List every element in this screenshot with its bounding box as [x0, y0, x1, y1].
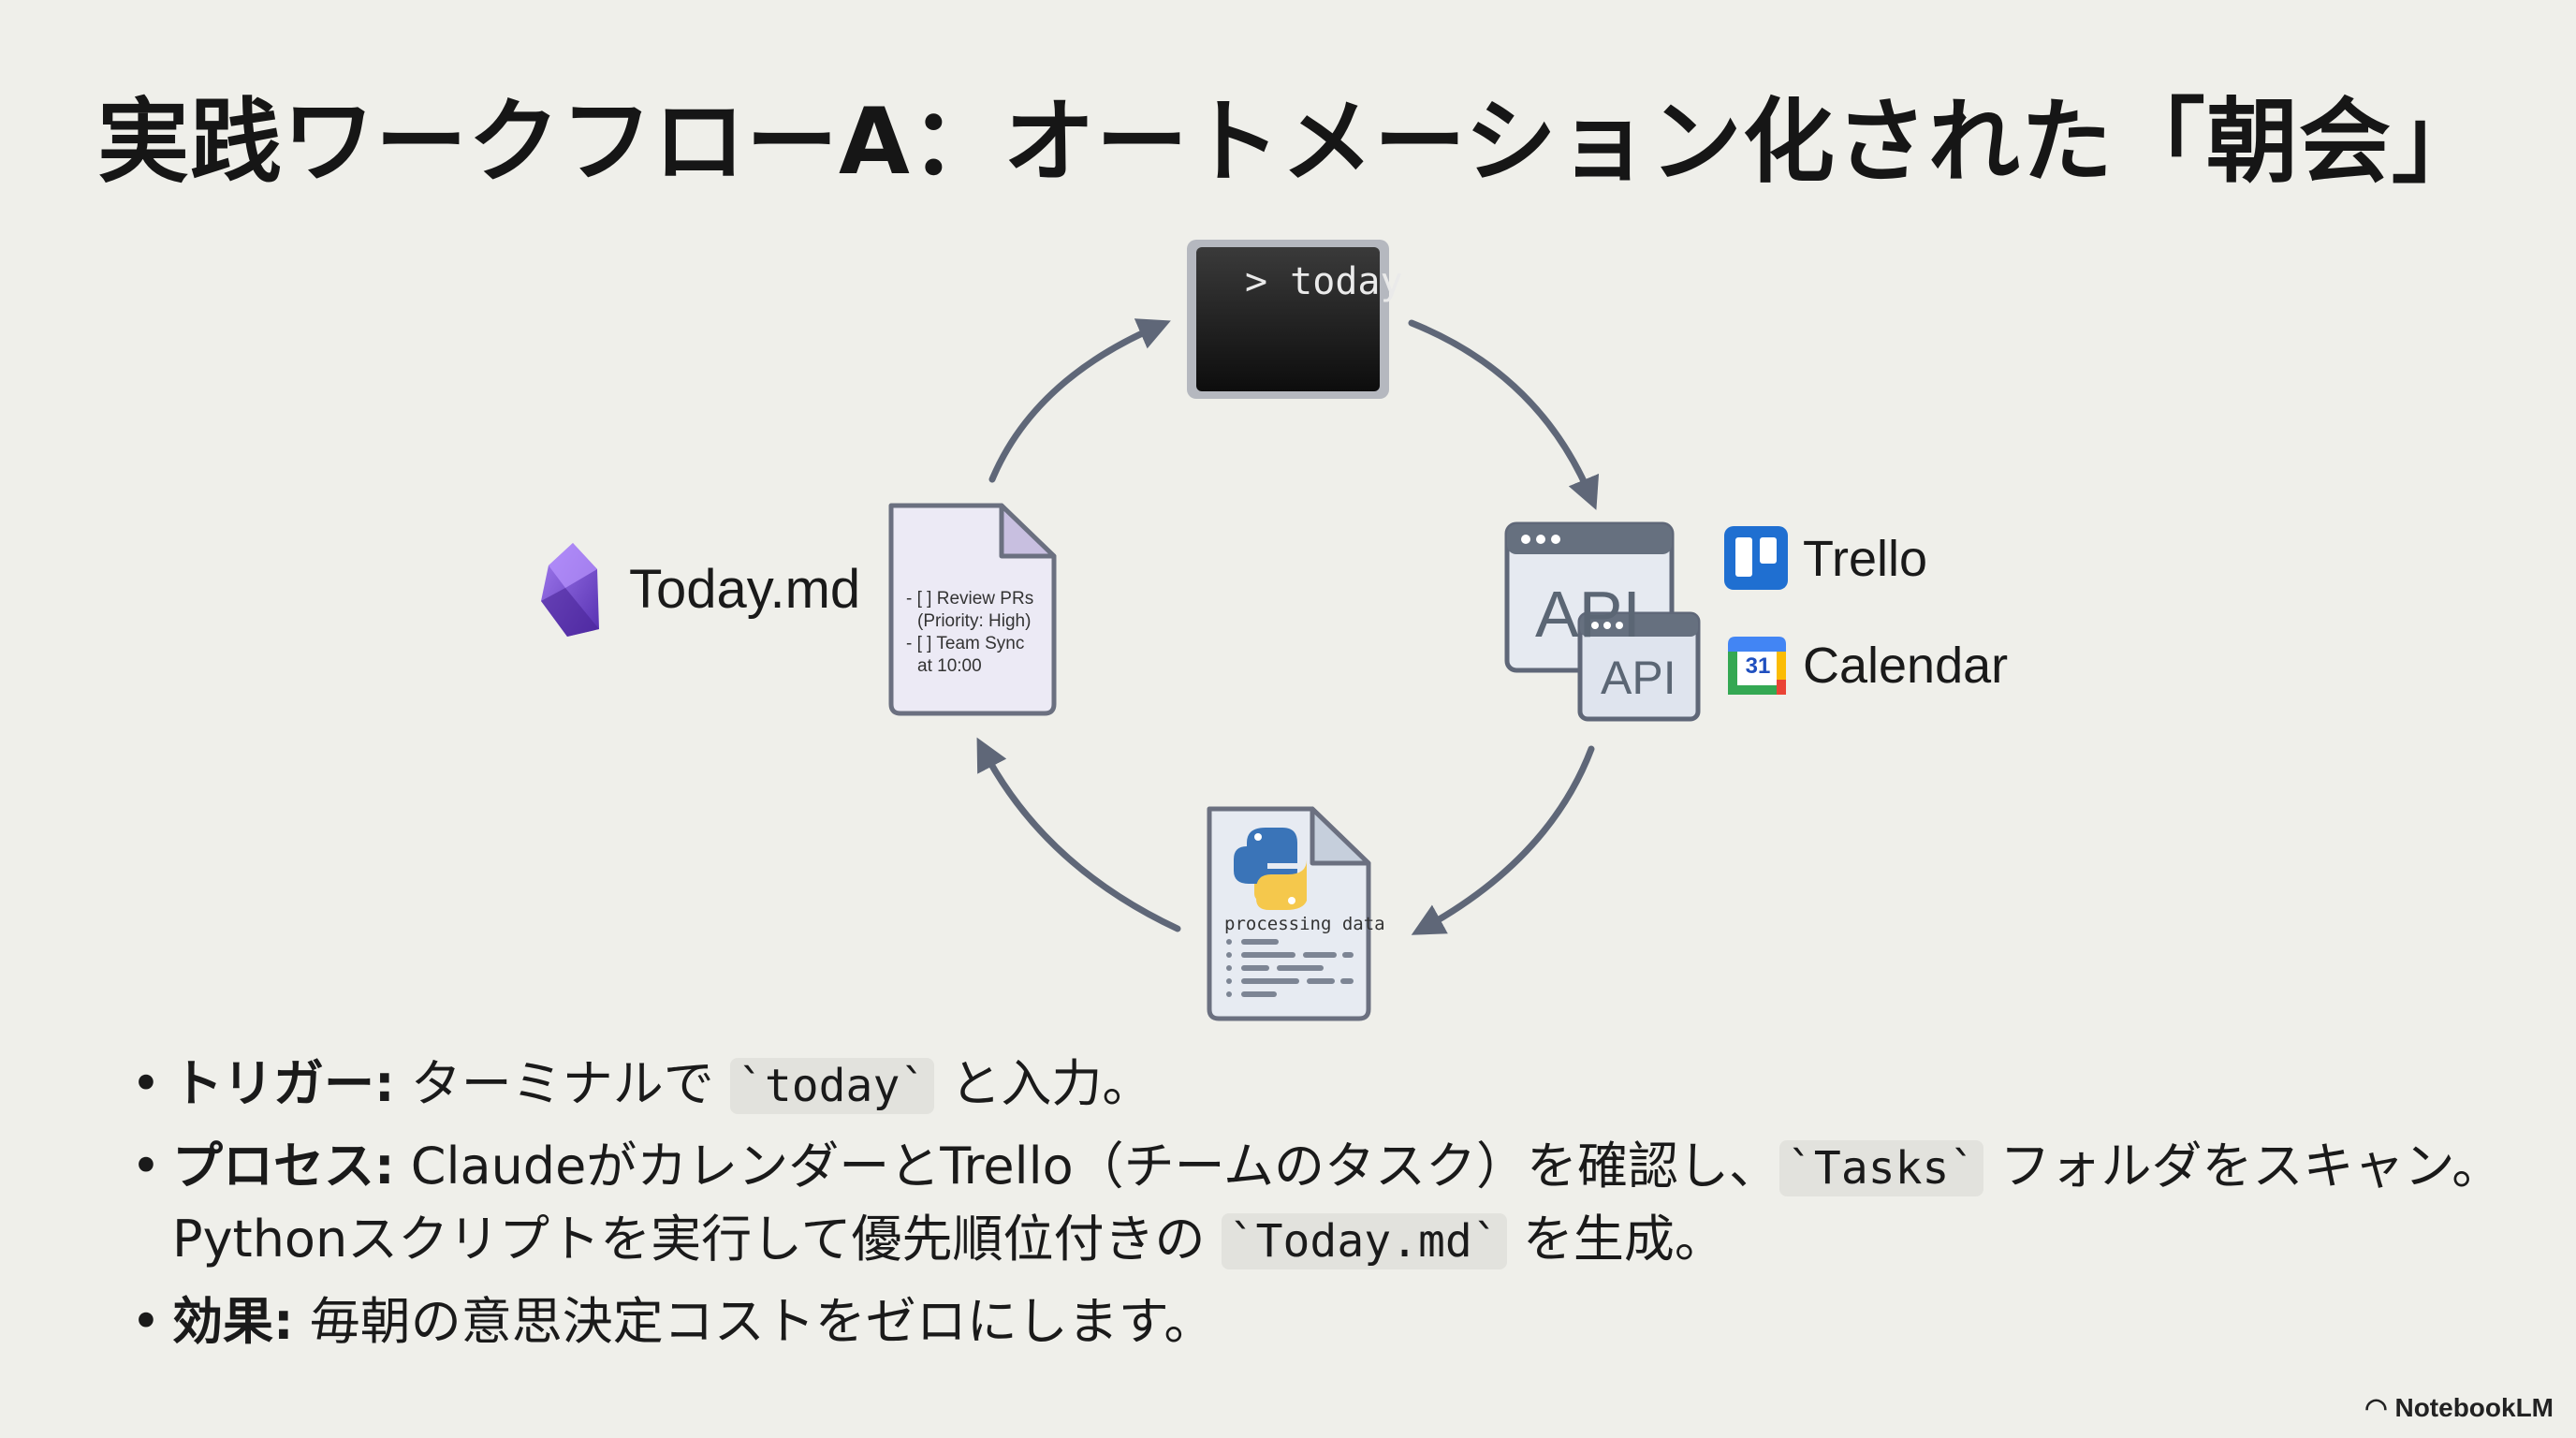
- notebooklm-brand: ◠ NotebookLM: [2364, 1392, 2554, 1423]
- obsidian-icon: [541, 543, 599, 637]
- bullet-text: を生成。: [1506, 1210, 1725, 1269]
- today-file-line: - [ ] Review PRs: [906, 589, 1034, 609]
- bullet-label: トリガー:: [172, 1054, 395, 1113]
- bullet-text: ターミナルで: [394, 1054, 730, 1113]
- today-file-label: Today.md: [629, 559, 861, 620]
- slide-title: 実践ワークフローA：オートメーション化された「朝会」: [97, 89, 2484, 196]
- python-icon: [1207, 806, 1371, 1021]
- bullet-text: と入力。: [934, 1054, 1153, 1113]
- trello-label: Trello: [1803, 531, 1928, 587]
- calendar-icon-day: 31: [1745, 653, 1771, 679]
- bullet-process: • プロセス: ClaudeがカレンダーとTrello（チームのタスク）を確認し…: [131, 1131, 2527, 1277]
- bullet-text: ClaudeがカレンダーとTrello（チームのタスク）を確認し、: [394, 1137, 1780, 1196]
- python-caption: processing data: [1224, 914, 1385, 934]
- bullet-label: 効果:: [172, 1292, 294, 1351]
- today-file-content: - [ ] Review PRs (Priority: High) - [ ] …: [906, 588, 1046, 678]
- bullet-dot: •: [131, 1054, 161, 1113]
- notebooklm-logo-icon: ◠: [2364, 1393, 2395, 1422]
- bullet-effect: • 効果: 毎朝の意思決定コストをゼロにします。: [131, 1286, 2527, 1357]
- today-file-line: (Priority: High): [917, 611, 1032, 631]
- bullet-text: 毎朝の意思決定コストをゼロにします。: [293, 1292, 1215, 1351]
- cycle-arrow-icon: [976, 318, 1600, 935]
- calendar-label: Calendar: [1803, 638, 2009, 694]
- trello-icon: [1724, 526, 1788, 590]
- bullet-trigger: • トリガー: ターミナルで `today` と入力。: [131, 1049, 2527, 1122]
- today-file-line: - [ ] Team Sync: [906, 634, 1025, 653]
- inline-code: `Tasks`: [1779, 1140, 1984, 1196]
- bullet-dot: •: [131, 1292, 161, 1351]
- inline-code: `today`: [729, 1058, 935, 1114]
- document-icon: [888, 503, 1057, 716]
- api-main-label: API: [1535, 578, 1641, 651]
- api-secondary-label: API: [1601, 652, 1676, 704]
- brand-name: NotebookLM: [2394, 1393, 2554, 1422]
- today-file-line: at 10:00: [917, 656, 982, 676]
- bullet-label: プロセス:: [172, 1137, 395, 1196]
- calendar-icon: [1728, 637, 1786, 695]
- bullet-list: • トリガー: ターミナルで `today` と入力。 • プロセス: Clau…: [131, 1049, 2527, 1367]
- api-window-icon: [1504, 521, 1701, 722]
- terminal-command: > today: [1245, 260, 1403, 303]
- bullet-dot: •: [131, 1137, 161, 1196]
- terminal-icon: [1187, 240, 1389, 399]
- bullet-text: フォルダをスキャン。Pythonスクリプトを実行して優先順位付きの: [172, 1137, 2503, 1269]
- inline-code: `Today.md`: [1221, 1213, 1507, 1269]
